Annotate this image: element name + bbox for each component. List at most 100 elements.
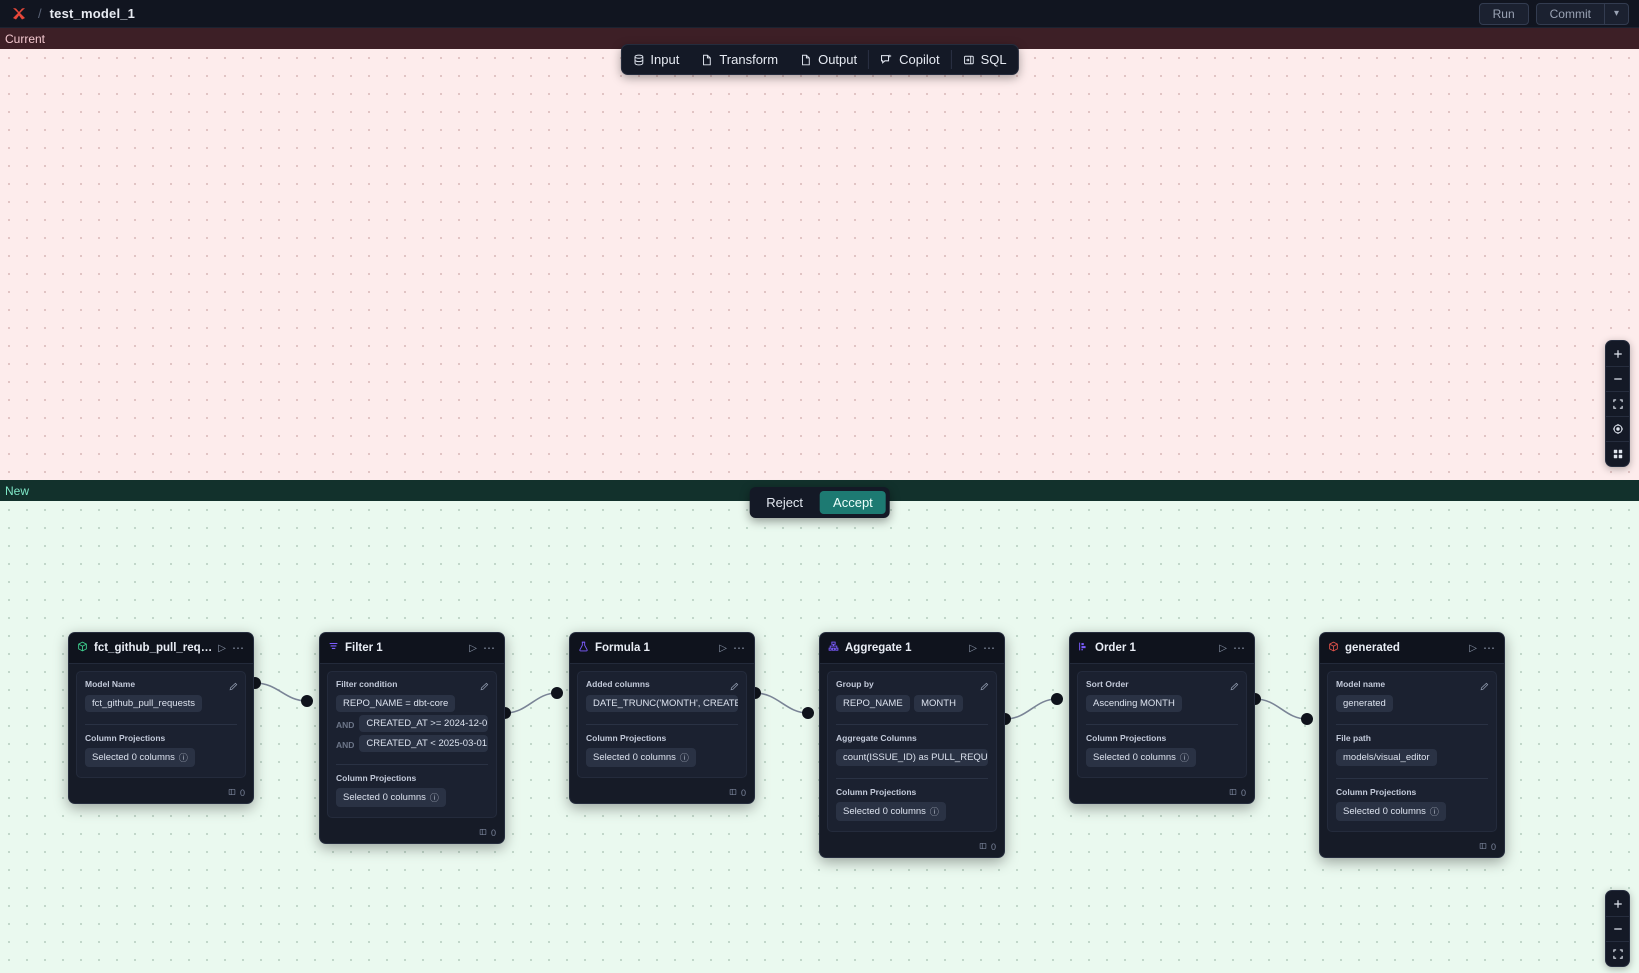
fit-view-icon[interactable]	[1606, 391, 1629, 416]
value-chip[interactable]: Ascending MONTH	[1086, 695, 1182, 712]
cube-icon	[77, 639, 88, 657]
pencil-icon[interactable]	[980, 678, 989, 696]
and-keyword: AND	[336, 720, 355, 730]
minus-icon[interactable]	[1606, 916, 1629, 941]
node-section: Sort Order Ascending MONTH Column Projec…	[1077, 671, 1247, 778]
node-filter-1[interactable]: Filter 1 ▷ ⋯ Filter condition REPO_NAME …	[319, 632, 505, 844]
sql-panel-icon	[963, 54, 975, 66]
plus-icon[interactable]	[1606, 891, 1629, 916]
pencil-icon[interactable]	[1230, 678, 1239, 696]
value-chip[interactable]: Selected 0 columns ⓘ	[586, 748, 696, 767]
section-label: Group by	[836, 679, 874, 689]
pencil-icon[interactable]	[1480, 678, 1489, 696]
node-section: Group by REPO_NAME MONTH Aggregate Colum…	[827, 671, 997, 832]
accept-button[interactable]: Accept	[820, 491, 886, 514]
node-title: fct_github_pull_requests	[94, 642, 213, 654]
ellipsis-icon[interactable]: ⋯	[232, 641, 245, 655]
node-header[interactable]: Aggregate 1 ▷ ⋯	[820, 633, 1004, 664]
play-icon[interactable]: ▷	[469, 642, 477, 654]
minus-icon[interactable]	[1606, 366, 1629, 391]
value-chip[interactable]: CREATED_AT >= 2024-12-01	[359, 715, 488, 732]
toolbar-item-input[interactable]: Input	[621, 45, 690, 74]
value-chip[interactable]: models/visual_editor	[1336, 749, 1437, 766]
value-chip[interactable]: MONTH	[914, 695, 963, 712]
value-chip[interactable]: generated	[1336, 695, 1393, 712]
pencil-icon[interactable]	[229, 678, 238, 696]
value-chip[interactable]: Selected 0 columns ⓘ	[336, 788, 446, 807]
reject-button[interactable]: Reject	[753, 491, 816, 514]
node-header[interactable]: Filter 1 ▷ ⋯	[320, 633, 504, 664]
value-chip[interactable]: Selected 0 columns ⓘ	[1086, 748, 1196, 767]
play-icon[interactable]: ▷	[969, 642, 977, 654]
toolbar-item-copilot[interactable]: Copilot	[869, 45, 950, 74]
chip-text: Selected 0 columns	[593, 752, 676, 763]
info-icon[interactable]: ⓘ	[1179, 753, 1189, 763]
node-aggregate-1[interactable]: Aggregate 1 ▷ ⋯ Group by REPO_NAME MONTH	[819, 632, 1005, 858]
columns-icon	[979, 842, 987, 852]
value-chip[interactable]: fct_github_pull_requests	[85, 695, 202, 712]
play-icon[interactable]: ▷	[218, 642, 226, 654]
play-icon[interactable]: ▷	[719, 642, 727, 654]
node-footer: 0	[570, 785, 754, 803]
node-header[interactable]: Order 1 ▷ ⋯	[1070, 633, 1254, 664]
toolbar-item-output[interactable]: Output	[789, 45, 868, 74]
ellipsis-icon[interactable]: ⋯	[983, 641, 996, 655]
columns-icon	[1229, 788, 1237, 798]
ellipsis-icon[interactable]: ⋯	[1483, 641, 1496, 655]
grid-icon[interactable]	[1606, 441, 1629, 466]
value-chip[interactable]: CREATED_AT < 2025-03-01	[359, 735, 488, 752]
section-label: Filter condition	[336, 679, 398, 689]
node-header[interactable]: Formula 1 ▷ ⋯	[570, 633, 754, 664]
value-chip[interactable]: REPO_NAME = dbt-core	[336, 695, 456, 712]
value-chip[interactable]: Selected 0 columns ⓘ	[85, 748, 195, 767]
info-icon[interactable]: ⓘ	[679, 753, 689, 763]
info-icon[interactable]: ⓘ	[178, 753, 188, 763]
chevron-down-icon[interactable]: ▾	[1603, 2, 1629, 25]
node-formula-1[interactable]: Formula 1 ▷ ⋯ Added columns DATE_TRUNC('…	[569, 632, 755, 804]
node-generated[interactable]: generated ▷ ⋯ Model name generated File …	[1319, 632, 1505, 858]
value-chip[interactable]: count(ISSUE_ID) as PULL_REQUEST_…	[836, 749, 988, 766]
sort-icon	[1078, 639, 1089, 657]
logo-x-icon[interactable]	[10, 5, 28, 23]
plus-icon[interactable]	[1606, 341, 1629, 366]
play-icon[interactable]: ▷	[1469, 642, 1477, 654]
canvas-current[interactable]	[0, 49, 1639, 480]
node-header[interactable]: generated ▷ ⋯	[1320, 633, 1504, 664]
fit-view-icon[interactable]	[1606, 941, 1629, 966]
toolbar-divider	[868, 50, 870, 69]
pencil-icon[interactable]	[480, 678, 489, 696]
pencil-icon[interactable]	[730, 678, 739, 696]
section-label: Column Projections	[85, 724, 237, 743]
toolbar-item-sql[interactable]: SQL	[952, 45, 1018, 74]
toolbar-label-transform: Transform	[719, 52, 779, 67]
target-lock-icon[interactable]	[1606, 416, 1629, 441]
ellipsis-icon[interactable]: ⋯	[733, 641, 746, 655]
value-chip[interactable]: Selected 0 columns ⓘ	[1336, 802, 1446, 821]
document-icon	[701, 54, 713, 66]
play-icon[interactable]: ▷	[1219, 642, 1227, 654]
node-header[interactable]: fct_github_pull_requests ▷ ⋯	[69, 633, 253, 664]
info-icon[interactable]: ⓘ	[429, 793, 439, 803]
columns-icon	[1479, 842, 1487, 852]
toolbar-item-transform[interactable]: Transform	[690, 45, 789, 74]
info-icon[interactable]: ⓘ	[1429, 807, 1439, 817]
chip-text: Selected 0 columns	[1093, 752, 1176, 763]
value-chip[interactable]: Selected 0 columns ⓘ	[836, 802, 946, 821]
value-chip[interactable]: REPO_NAME	[836, 695, 910, 712]
node-order-1[interactable]: Order 1 ▷ ⋯ Sort Order Ascending MONTH C…	[1069, 632, 1255, 804]
columns-icon	[228, 788, 236, 798]
commit-split-button[interactable]: Commit ▾	[1535, 2, 1629, 25]
row-count: 0	[740, 788, 746, 798]
section-label: Aggregate Columns	[836, 724, 988, 743]
row-count: 0	[490, 828, 496, 838]
run-button[interactable]: Run	[1478, 2, 1529, 25]
page-title: test_model_1	[49, 6, 136, 21]
ellipsis-icon[interactable]: ⋯	[483, 641, 496, 655]
node-fct-github-pull-requests[interactable]: fct_github_pull_requests ▷ ⋯ Model Name …	[68, 632, 254, 804]
canvas-new[interactable]: fct_github_pull_requests ▷ ⋯ Model Name …	[0, 501, 1639, 973]
ellipsis-icon[interactable]: ⋯	[1233, 641, 1246, 655]
commit-button[interactable]: Commit	[1535, 2, 1604, 25]
value-chip[interactable]: DATE_TRUNC('MONTH', CREATED_AT…	[586, 695, 738, 712]
info-icon[interactable]: ⓘ	[929, 807, 939, 817]
and-keyword: AND	[336, 740, 355, 750]
